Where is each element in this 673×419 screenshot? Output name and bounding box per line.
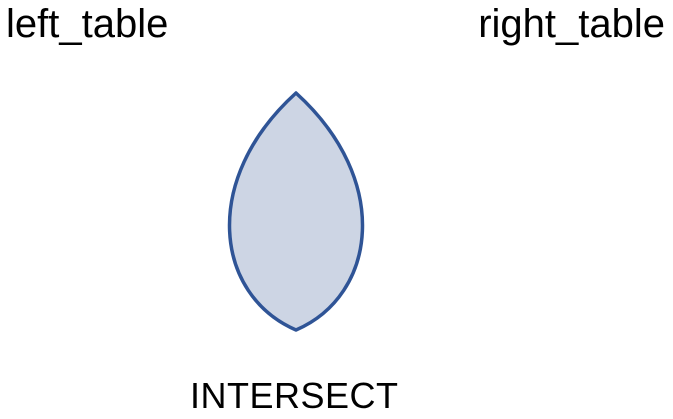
operation-label: INTERSECT (190, 375, 399, 416)
left-table-label: left_table (6, 2, 169, 46)
right-table-label: right_table (478, 2, 665, 46)
intersection-region (227, 91, 365, 332)
